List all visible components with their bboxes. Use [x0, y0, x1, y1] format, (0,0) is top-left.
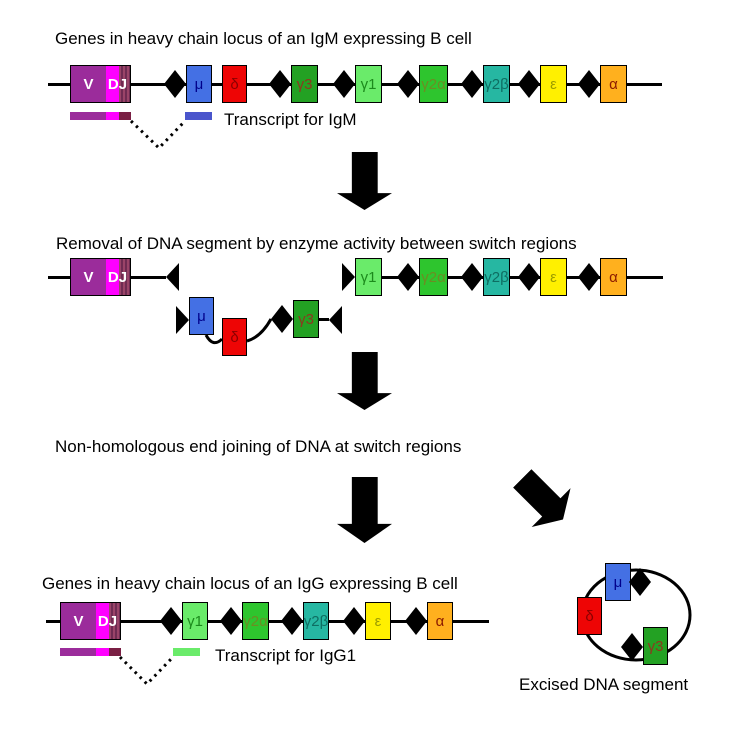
- gene-box-alpha: α: [427, 602, 453, 640]
- switch-region-diamond: [405, 607, 427, 635]
- switch-region-diamond: [578, 70, 600, 98]
- switch-region-diamond: [164, 70, 186, 98]
- dj-segment-label: DJ: [107, 268, 128, 286]
- switch-region-diamond: [397, 70, 419, 98]
- excised-segment-label: Excised DNA segment: [519, 675, 689, 694]
- igm-section-title: Genes in heavy chain locus of an IgM exp…: [55, 29, 472, 48]
- gene-box-delta: δ: [222, 65, 247, 103]
- switch-region-diamond: [629, 568, 651, 596]
- gene-box-vdj: V DJ: [70, 65, 131, 103]
- gene-box-epsilon: ε: [540, 65, 567, 103]
- gene-box-gamma3: γ3: [291, 65, 318, 103]
- gene-box-epsilon: ε: [540, 258, 567, 296]
- v-segment-label: V: [83, 268, 94, 286]
- transcript-igm-label: Transcript for IgM: [224, 110, 357, 129]
- gene-box-gamma3: γ3: [643, 627, 668, 665]
- switch-region-diamond: [461, 263, 483, 291]
- v-segment-label: V: [73, 612, 84, 630]
- transcript-bar-vdj: [60, 648, 121, 656]
- gene-box-alpha: α: [600, 65, 627, 103]
- switch-region-diamond: [281, 607, 303, 635]
- loop-connector-mu-delta: [204, 334, 224, 345]
- switch-region-diamond: [343, 607, 365, 635]
- gene-box-gamma2a: γ2α: [242, 602, 269, 640]
- gene-box-gamma2b: γ2β: [303, 602, 329, 640]
- gene-box-gamma3: γ3: [293, 300, 319, 338]
- gene-box-gamma2b: γ2β: [483, 258, 510, 296]
- gene-box-gamma1: γ1: [182, 602, 208, 640]
- dj-segment-label: DJ: [97, 612, 118, 630]
- joining-section-title: Non-homologous end joining of DNA at swi…: [55, 437, 462, 456]
- removal-section-title: Removal of DNA segment by enzyme activit…: [56, 234, 577, 253]
- gene-box-delta: δ: [222, 318, 247, 356]
- gene-box-gamma2a: γ2α: [419, 258, 448, 296]
- igm-splice-dotted-line: [129, 119, 187, 151]
- loop-connector-delta-switch: [246, 318, 273, 343]
- switch-region-diamond: [269, 70, 291, 98]
- dna-line: [319, 318, 329, 321]
- switch-region-diamond: [220, 607, 242, 635]
- gene-box-gamma1: γ1: [355, 65, 382, 103]
- dj-segment-label: DJ: [107, 75, 128, 93]
- gene-box-delta: δ: [577, 597, 602, 635]
- gene-box-gamma1: γ1: [355, 258, 382, 296]
- switch-region-diamond: [578, 263, 600, 291]
- gene-box-gamma2a: γ2α: [419, 65, 448, 103]
- transcript-bar: [173, 648, 200, 656]
- switch-region-diamond: [333, 70, 355, 98]
- switch-region-diamond: [397, 263, 419, 291]
- igg-section-title: Genes in heavy chain locus of an IgG exp…: [42, 574, 458, 593]
- gene-box-gamma2b: γ2β: [483, 65, 510, 103]
- switch-region-diamond: [518, 263, 540, 291]
- gene-box-mu: μ: [186, 65, 212, 103]
- switch-region-diamond: [621, 633, 643, 661]
- switch-region-diamond: [271, 305, 293, 333]
- gene-box-epsilon: ε: [365, 602, 391, 640]
- igg1-splice-dotted-line: [118, 655, 175, 687]
- gene-box-vdj: V DJ: [70, 258, 131, 296]
- gene-box-mu: μ: [605, 563, 631, 601]
- switch-region-diamond: [160, 607, 182, 635]
- switch-region-diamond: [518, 70, 540, 98]
- gene-box-alpha: α: [600, 258, 627, 296]
- gene-box-vdj: V DJ: [60, 602, 121, 640]
- v-segment-label: V: [83, 75, 94, 93]
- transcript-bar: [185, 112, 212, 120]
- gene-box-mu: μ: [189, 297, 214, 335]
- transcript-bar-vdj: [70, 112, 131, 120]
- transcript-igg1-label: Transcript for IgG1: [215, 646, 357, 665]
- switch-region-diamond: [461, 70, 483, 98]
